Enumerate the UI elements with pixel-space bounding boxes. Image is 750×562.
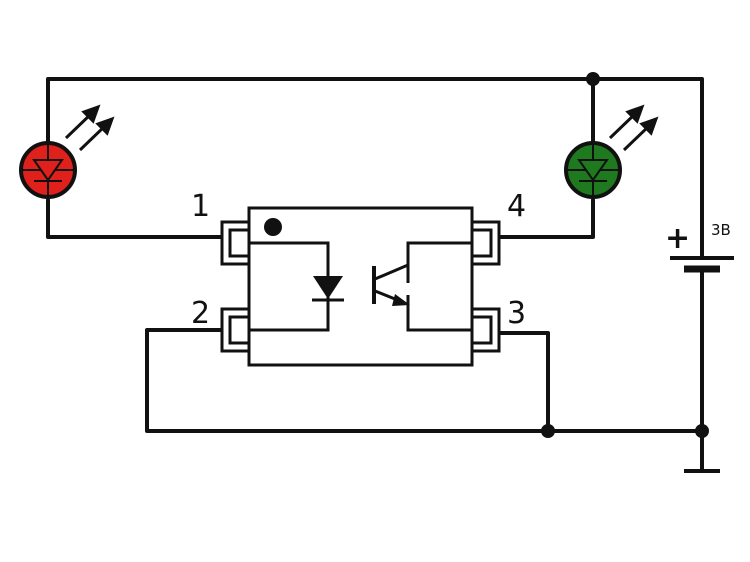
pin-label-2: 2 xyxy=(191,296,210,331)
pin1-tab xyxy=(220,220,251,266)
pin-label-3: 3 xyxy=(507,296,526,331)
diode-icon xyxy=(312,276,344,302)
green-led-icon xyxy=(564,104,659,199)
pin-label-1: 1 xyxy=(191,189,210,224)
battery-voltage-label: 3В xyxy=(711,221,731,239)
green-led-to-pin4-wire xyxy=(498,198,595,239)
junction-top xyxy=(586,72,600,86)
red-led-to-pin1-wire xyxy=(46,198,224,239)
pin3-to-bottom-wire xyxy=(498,331,550,433)
npn-transistor-icon xyxy=(372,263,410,306)
top-wire xyxy=(46,77,704,260)
junction-bottom-left xyxy=(541,424,555,438)
junction-bottom-right xyxy=(695,424,709,438)
battery-plus-label: + xyxy=(665,221,690,256)
pin1-marker-dot xyxy=(264,218,282,236)
pin2-to-bottom-wire xyxy=(145,328,704,433)
pin4-tab xyxy=(470,220,501,266)
wires xyxy=(46,77,704,472)
optocoupler-package xyxy=(220,206,501,367)
red-led-icon xyxy=(19,104,115,199)
pin2-tab xyxy=(220,307,251,353)
battery-icon xyxy=(670,256,734,273)
pin-label-4: 4 xyxy=(507,189,526,224)
pin3-tab xyxy=(470,307,501,353)
